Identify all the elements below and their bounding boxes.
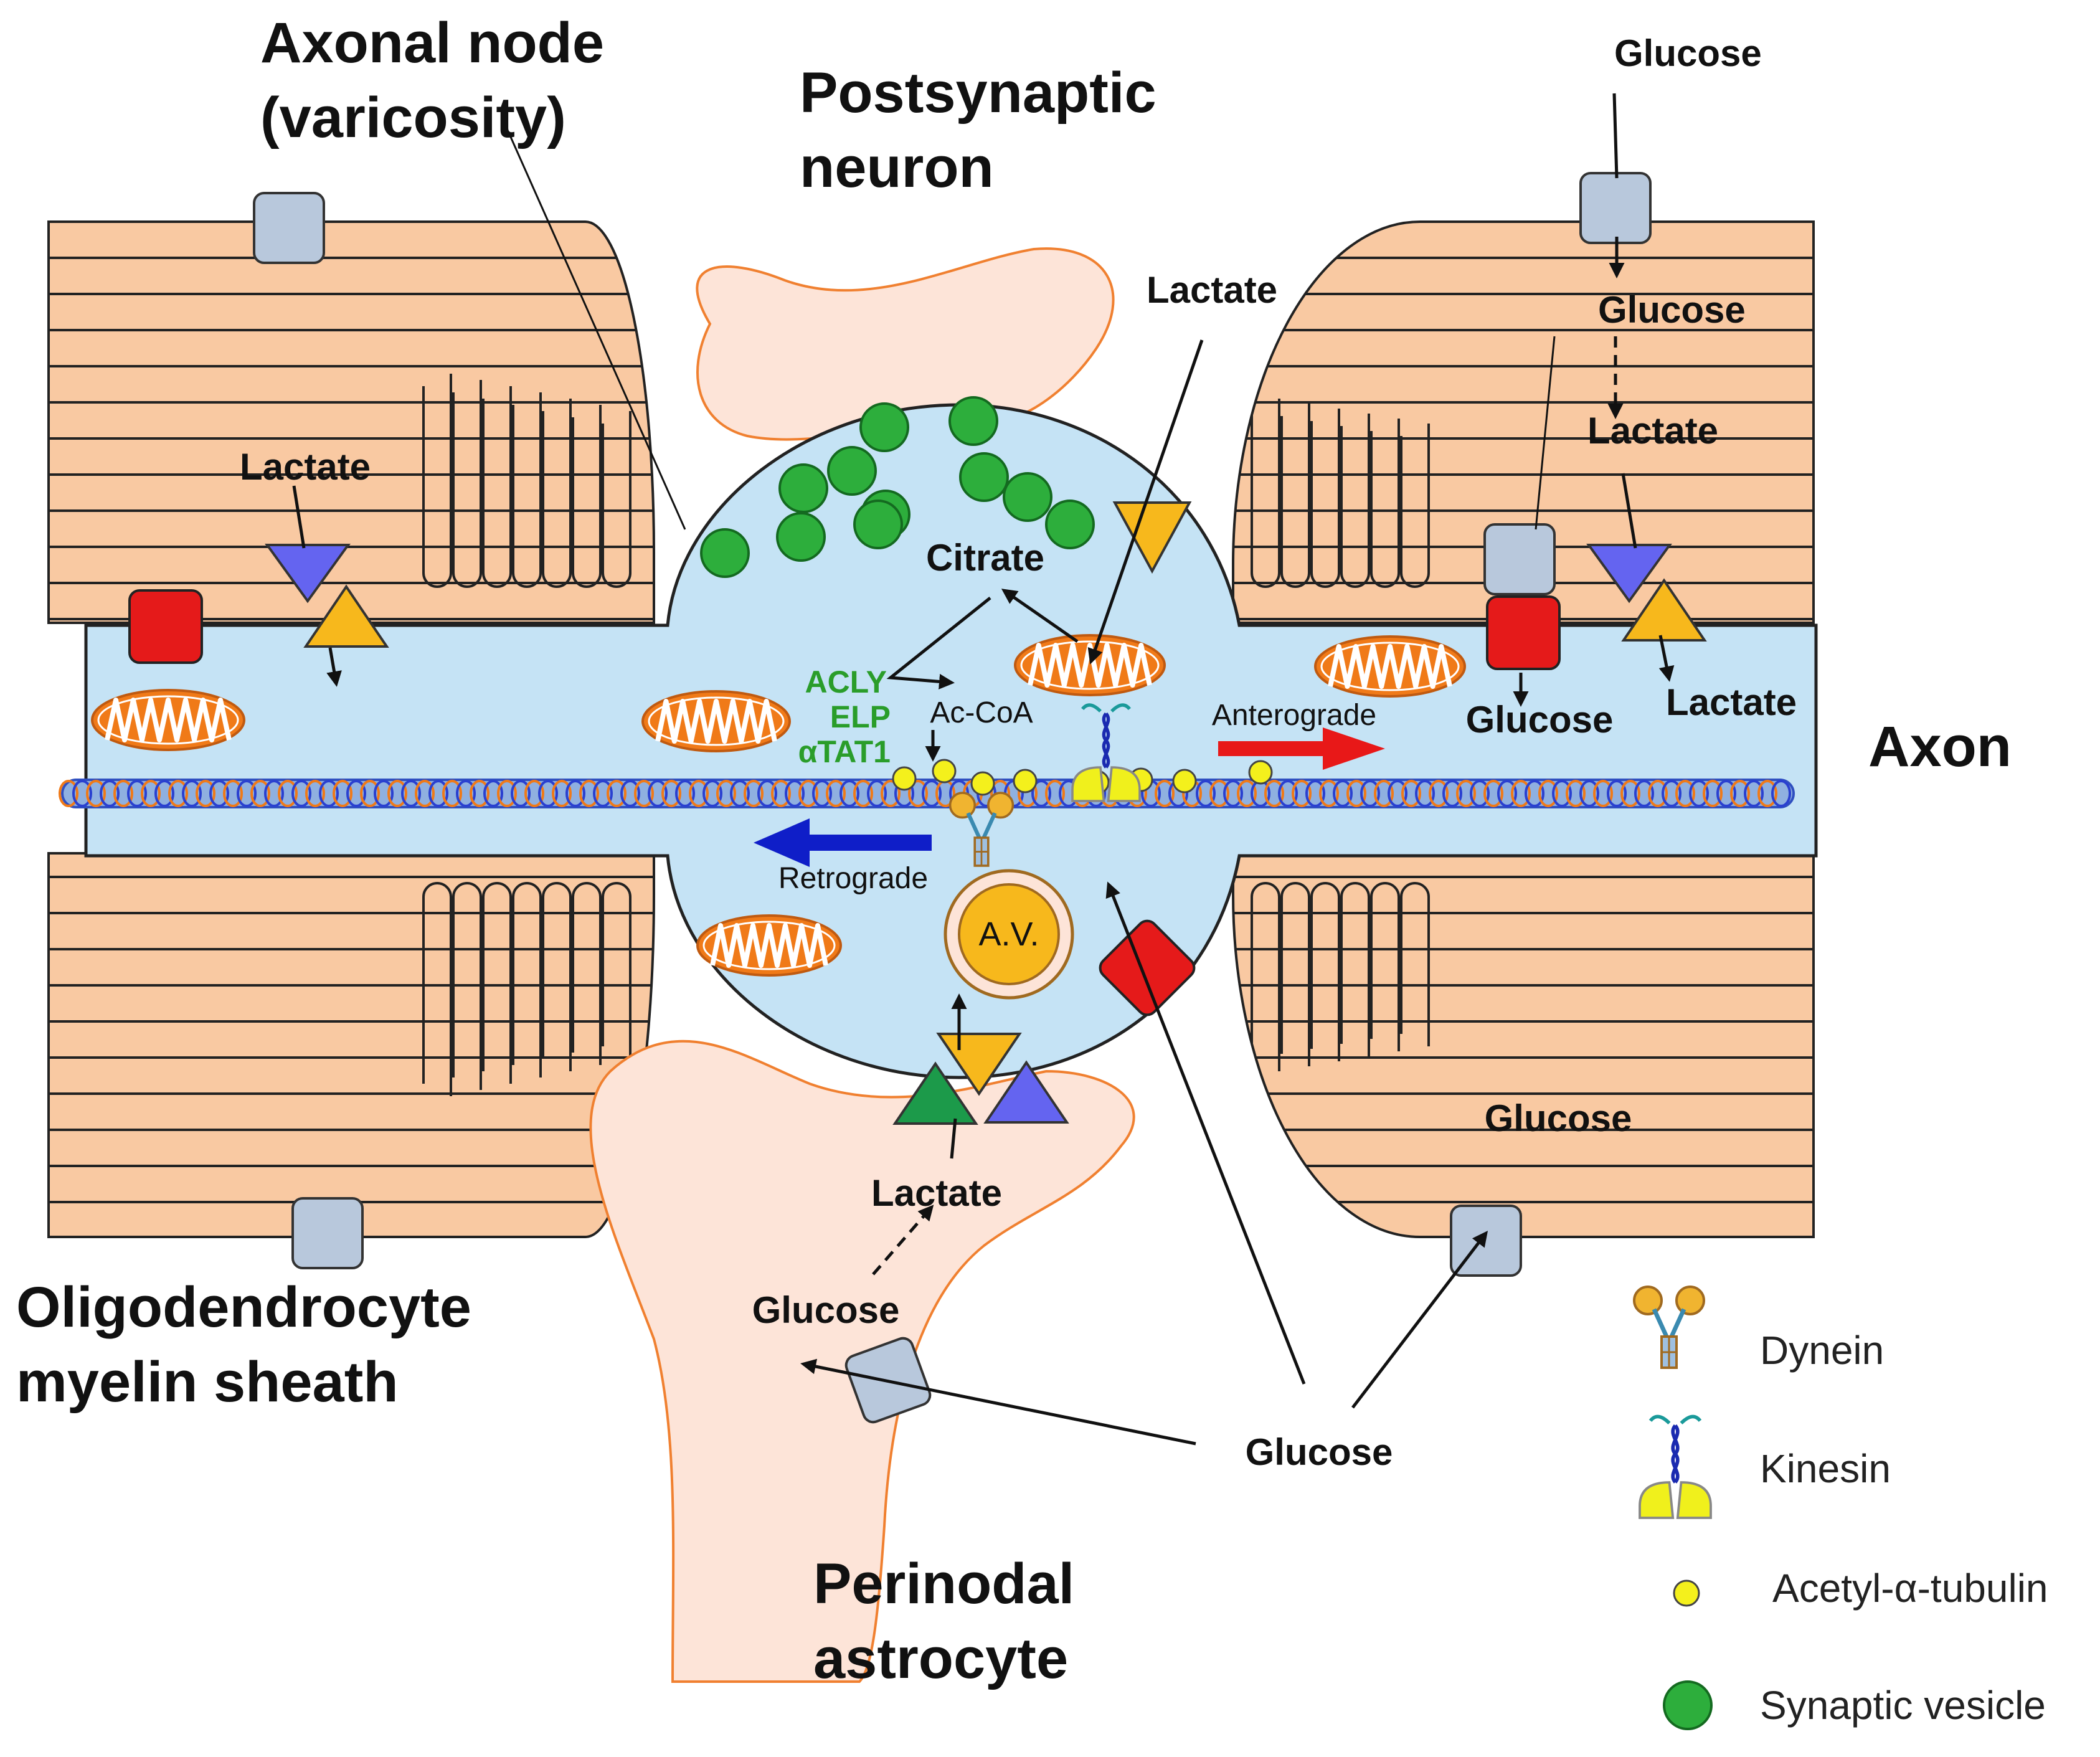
- synaptic-vesicle: [1045, 500, 1095, 549]
- arrow-glucose-bottom-right: [1351, 1231, 1488, 1409]
- label-varicosity: (varicosity): [260, 86, 566, 149]
- arrow-lactate-in-tl: [326, 647, 342, 687]
- label-myelin-sheath: myelin sheath: [16, 1350, 399, 1414]
- acetyl-tubulin-dot: [970, 771, 995, 796]
- legend-dynein-icon: [1633, 1286, 1705, 1369]
- legend-acetyl-tubulin-label: Acetyl-α-tubulin: [1772, 1566, 2048, 1611]
- arrow-lactate-astro-up: [950, 1118, 957, 1159]
- synaptic-vesicle: [859, 402, 909, 452]
- label-glucose: Glucose: [1598, 289, 1746, 331]
- legend-synaptic-vesicle-icon: [1663, 1680, 1713, 1730]
- mitochondrion: [696, 914, 842, 977]
- label-postsynaptic-neuron: Postsynaptic: [800, 61, 1156, 125]
- label-lactate: Lactate: [1147, 269, 1277, 311]
- synaptic-vesicle: [1003, 472, 1052, 522]
- synaptic-vesicle: [948, 396, 998, 446]
- label-glucose: Glucose: [1466, 699, 1614, 741]
- arrow-glucose-astro: [800, 1358, 1196, 1446]
- label-oligodendrocyte: Oligodendrocyte: [16, 1276, 471, 1339]
- mct-transporter: [1586, 544, 1672, 604]
- mct-transporter: [265, 544, 351, 604]
- synaptic-vesicle: [959, 452, 1009, 502]
- glucose-transporter-red: [1486, 595, 1561, 670]
- legend-dynein-label: Dynein: [1760, 1328, 1884, 1373]
- label-autophagic-vacuole: A.V.: [978, 916, 1039, 953]
- label-axon: Axon: [1868, 715, 2012, 779]
- label-elp: ELP: [830, 699, 891, 734]
- label-lactate: Lactate: [871, 1172, 1002, 1214]
- myelin-sheath-bottom-left: [47, 852, 655, 1238]
- varicosity-leader-line: [509, 136, 686, 530]
- microtubule: [59, 779, 1795, 808]
- glucose-transporter: [1483, 523, 1556, 595]
- glucose-transporter-red: [128, 589, 203, 664]
- label-lactate: Lactate: [1587, 410, 1718, 452]
- kinesin-motor: [1071, 703, 1141, 802]
- mct-transporter: [892, 1061, 978, 1125]
- glucose-transporter: [1579, 172, 1652, 244]
- acetyl-tubulin-dot: [1013, 769, 1038, 793]
- mitochondrion: [1014, 634, 1166, 696]
- glucose-transporter: [291, 1197, 364, 1269]
- arrow-lactate-post: [1087, 339, 1204, 665]
- arrow-citrate-acoa: [886, 597, 991, 689]
- arrow-lactate-tr: [1621, 473, 1637, 549]
- label-acetyl-coa: Ac-CoA: [930, 696, 1033, 729]
- myelin-sheath-top-left: [47, 220, 655, 624]
- label-acly: ACLY: [805, 665, 887, 699]
- myelin-sheath-top-right: [1232, 220, 1815, 624]
- legend-kinesin-label: Kinesin: [1760, 1446, 1891, 1491]
- label-axonal-node: Axonal node: [260, 11, 604, 75]
- arrow-glucose-red-transporter: [1105, 881, 1306, 1385]
- acetyl-tubulin-dot: [932, 759, 957, 784]
- acetyl-tubulin-dot: [1248, 760, 1273, 785]
- synaptic-vesicle: [778, 463, 828, 513]
- arrow-glucose-lactate-astro: [872, 1205, 934, 1276]
- synaptic-vesicle: [827, 446, 877, 496]
- glucose-transporter: [253, 192, 325, 264]
- mct-transporter: [303, 584, 389, 648]
- label-perinodal-astrocyte: astrocyte: [813, 1627, 1068, 1690]
- mitochondrion: [641, 690, 791, 752]
- axon: [84, 403, 1818, 1079]
- label-perinodal-astrocyte: Perinodal: [813, 1552, 1074, 1616]
- label-anterograde: Anterograde: [1212, 699, 1376, 732]
- leader-glucose-tr: [1535, 336, 1556, 530]
- postsynaptic-neuron: [696, 247, 1115, 441]
- acetyl-tubulin-dot: [892, 766, 917, 791]
- synaptic-vesicle: [776, 512, 826, 562]
- retrograde-arrow: [754, 818, 932, 867]
- label-postsynaptic-neuron: neuron: [800, 136, 994, 199]
- label-lactate: Lactate: [240, 446, 371, 488]
- synaptic-vesicle: [853, 500, 903, 549]
- acetyl-tubulin-dot: [1172, 769, 1197, 793]
- dynein-motor: [948, 792, 1015, 867]
- label-glucose: Glucose: [1485, 1097, 1632, 1139]
- legend-acetyl-tubulin-icon: [1673, 1579, 1700, 1607]
- label-glucose: Glucose: [752, 1289, 900, 1331]
- mitochondrion: [1314, 635, 1466, 698]
- mct-transporter: [1621, 578, 1707, 642]
- mct-transporter: [983, 1060, 1069, 1124]
- synaptic-vesicle: [700, 528, 750, 578]
- arrows: [292, 93, 1675, 1446]
- arrow-glucose-in-tr: [1612, 93, 1619, 179]
- autophagic-vacuole: [944, 869, 1074, 1000]
- arrow-mito-citrate: [1001, 589, 1079, 643]
- legend-kinesin-icon: [1639, 1414, 1712, 1519]
- arrow-lactate-out-tr: [1658, 635, 1675, 682]
- label-citrate: Citrate: [926, 537, 1044, 579]
- label-glucose: Glucose: [1614, 32, 1762, 74]
- label-glucose: Glucose: [1246, 1431, 1393, 1473]
- mitochondrion: [91, 689, 245, 751]
- myelin-sheath-bottom-right: [1232, 852, 1815, 1238]
- glucose-transporter-red: [1099, 919, 1196, 1016]
- anterograde-arrow: [1218, 727, 1385, 770]
- legend-synaptic-vesicle-label: Synaptic vesicle: [1760, 1683, 2046, 1728]
- label-atat1: αTAT1: [798, 734, 891, 769]
- label-retrograde: Retrograde: [778, 862, 928, 895]
- label-lactate: Lactate: [1666, 681, 1797, 723]
- arrow-lactate-tl: [292, 485, 306, 549]
